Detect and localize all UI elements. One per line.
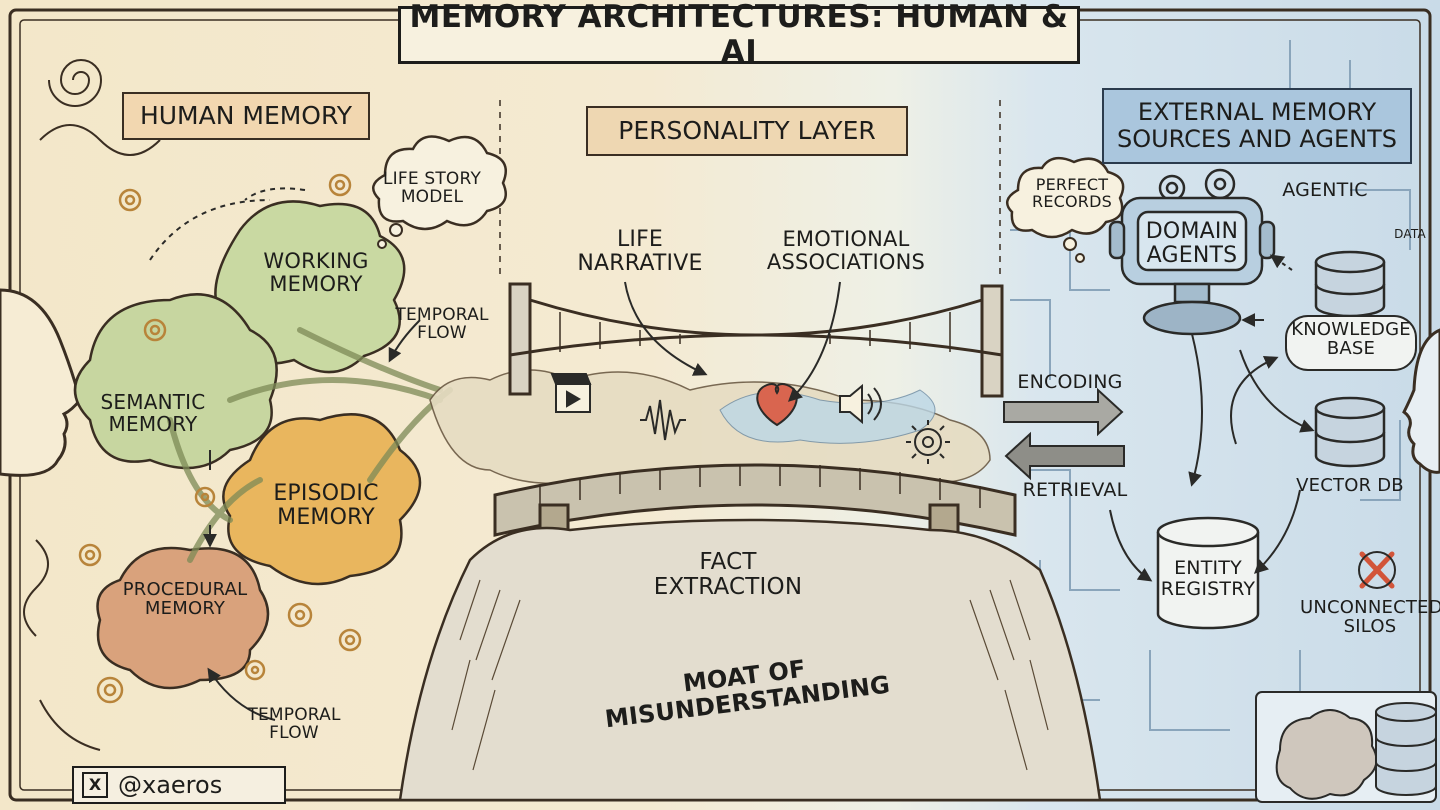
emotional-associations-label: EMOTIONAL ASSOCIATIONS xyxy=(766,227,926,274)
episodic-memory-blob xyxy=(222,413,422,586)
author-handle-badge[interactable]: X @xaeros xyxy=(72,766,286,804)
thought-bubbles xyxy=(377,223,1085,263)
connector-arrows xyxy=(149,187,1315,721)
vignette-database-icon xyxy=(1375,702,1437,796)
temporal-flow-bottom-label: TEMPORAL FLOW xyxy=(247,705,341,744)
x-logo-icon: X xyxy=(82,772,108,798)
entity-registry-label: ENTITY REGISTRY xyxy=(1160,557,1256,600)
vector-db-label: VECTOR DB xyxy=(1296,475,1404,496)
section-header-personality-layer: PERSONALITY LAYER xyxy=(586,106,908,156)
working-memory-label: WORKING MEMORY xyxy=(263,249,369,296)
domain-agents-label: DOMAIN AGENTS xyxy=(1145,219,1239,268)
section-header-external-memory: EXTERNAL MEMORY SOURCES AND AGENTS xyxy=(1102,88,1412,164)
sound-wave-icon xyxy=(640,399,686,441)
fact-extraction-label: FACT EXTRACTION xyxy=(653,549,803,600)
life-narrative-label: LIFE NARRATIVE xyxy=(577,227,703,276)
retrieval-arrow xyxy=(1004,431,1125,481)
swirl-icon xyxy=(78,173,362,704)
temporal-flow-top-label: TEMPORAL FLOW xyxy=(395,305,489,344)
data-label: DATA xyxy=(1394,227,1426,241)
agentic-label: AGENTIC xyxy=(1282,179,1368,201)
corner-swirl-icon xyxy=(23,59,161,751)
author-handle: @xaeros xyxy=(118,770,223,799)
encoding-label: ENCODING xyxy=(1017,371,1123,393)
brain-icon xyxy=(1275,709,1378,800)
speaker-icon xyxy=(839,383,882,425)
semantic-memory-blob xyxy=(73,293,278,470)
perfect-records-label: PERFECT RECORDS xyxy=(1032,175,1112,212)
memory-tendrils xyxy=(167,327,453,563)
section-header-human-memory: HUMAN MEMORY xyxy=(122,92,370,140)
upper-bridge xyxy=(508,282,1004,398)
moat-chasm xyxy=(398,518,1102,802)
life-story-cloud xyxy=(372,135,507,231)
entity-registry-database-icon xyxy=(1156,516,1260,630)
memory-blobs xyxy=(73,200,422,690)
unconnected-silos-label: UNCONNECTED SILOS xyxy=(1300,597,1440,638)
right-head-silhouette xyxy=(1402,328,1440,474)
left-head-silhouette xyxy=(0,288,82,477)
lower-bridge-rail xyxy=(539,464,981,508)
knowledge-base-label: KNOWLEDGE BASE xyxy=(1291,319,1411,360)
film-clapper-icon xyxy=(550,373,592,413)
perfect-records-cloud xyxy=(1005,156,1125,239)
cliff-hatching xyxy=(451,579,1049,771)
silo-node xyxy=(1358,551,1396,589)
retrieval-label: RETRIEVAL xyxy=(1022,479,1128,501)
gear-icon xyxy=(906,420,950,464)
knowledge-base-database-icon xyxy=(1314,250,1386,318)
knowledge-base-plate xyxy=(1285,315,1417,371)
life-story-model-label: LIFE STORY MODEL xyxy=(382,169,482,208)
semantic-memory-label: SEMANTIC MEMORY xyxy=(100,390,206,436)
cross-icon xyxy=(1359,551,1395,589)
page-title: MEMORY ARCHITECTURES: HUMAN & AI xyxy=(398,0,1080,69)
vector-db-database-icon xyxy=(1314,396,1386,468)
encoding-arrow xyxy=(1003,387,1124,437)
gears-top-icon xyxy=(1158,168,1236,202)
bridge-cables xyxy=(559,312,951,352)
procedural-memory-label: PROCEDURAL MEMORY xyxy=(122,579,248,620)
robot-icon xyxy=(1108,168,1276,336)
episodic-memory-label: EPISODIC MEMORY xyxy=(273,481,379,530)
